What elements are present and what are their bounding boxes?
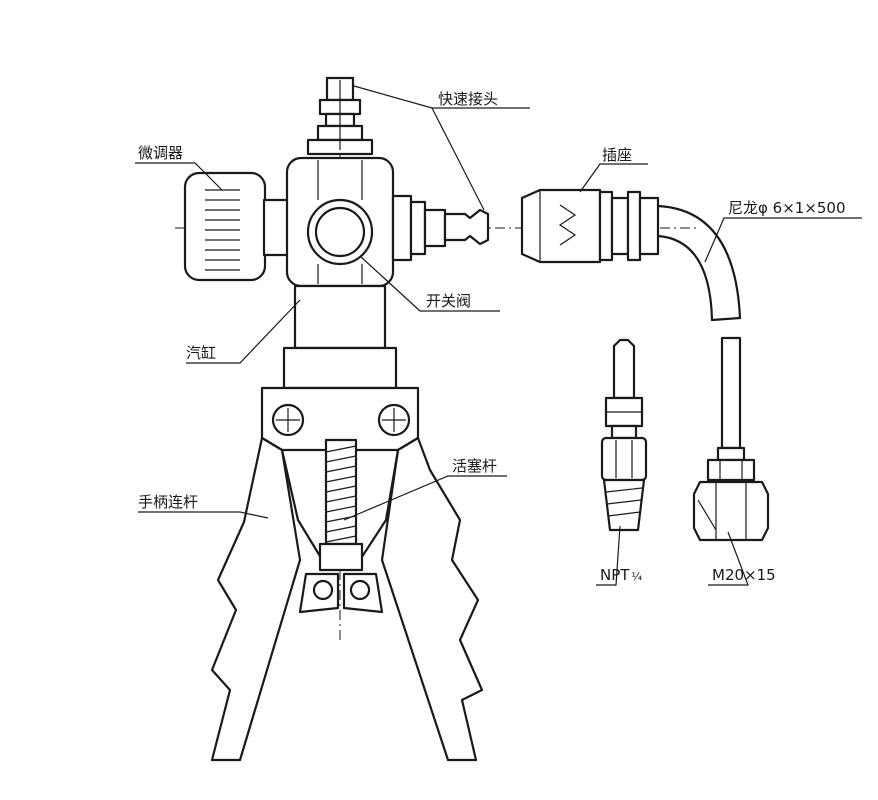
right-handle: [354, 436, 484, 762]
label-piston-rod: 活塞杆: [452, 457, 497, 475]
fine-adjuster-knob: [183, 171, 292, 282]
label-fine-adjuster: 微调器: [138, 144, 183, 162]
label-npt-text: NPT: [600, 566, 630, 584]
label-on-off-valve: 开关阀: [426, 292, 471, 310]
label-socket: 插座: [602, 146, 632, 164]
label-cylinder: 汽缸: [186, 344, 216, 362]
m20-fitting: [692, 336, 770, 542]
npt-fitting: [600, 338, 648, 532]
linkage: [298, 572, 384, 614]
top-connector: [306, 76, 374, 156]
leader-lines: [135, 85, 862, 586]
valve-block: [285, 156, 395, 288]
labels: 快速接头 微调器 插座 尼龙φ 6×1×500 开关阀 汽缸 活塞杆 手柄连杆 …: [138, 90, 846, 584]
nylon-tube: [656, 204, 742, 322]
cylinder: [282, 284, 398, 390]
label-npt-fraction: ¼: [631, 570, 642, 583]
piston-rod: [318, 438, 364, 572]
socket: [520, 188, 660, 264]
label-nylon-tube: 尼龙φ 6×1×500: [728, 199, 846, 217]
label-quick-connector: 快速接头: [438, 90, 498, 108]
left-handle: [210, 436, 328, 762]
label-handle-link: 手柄连杆: [138, 493, 198, 511]
side-connector: [391, 194, 490, 262]
label-m20: M20×15: [712, 566, 776, 584]
